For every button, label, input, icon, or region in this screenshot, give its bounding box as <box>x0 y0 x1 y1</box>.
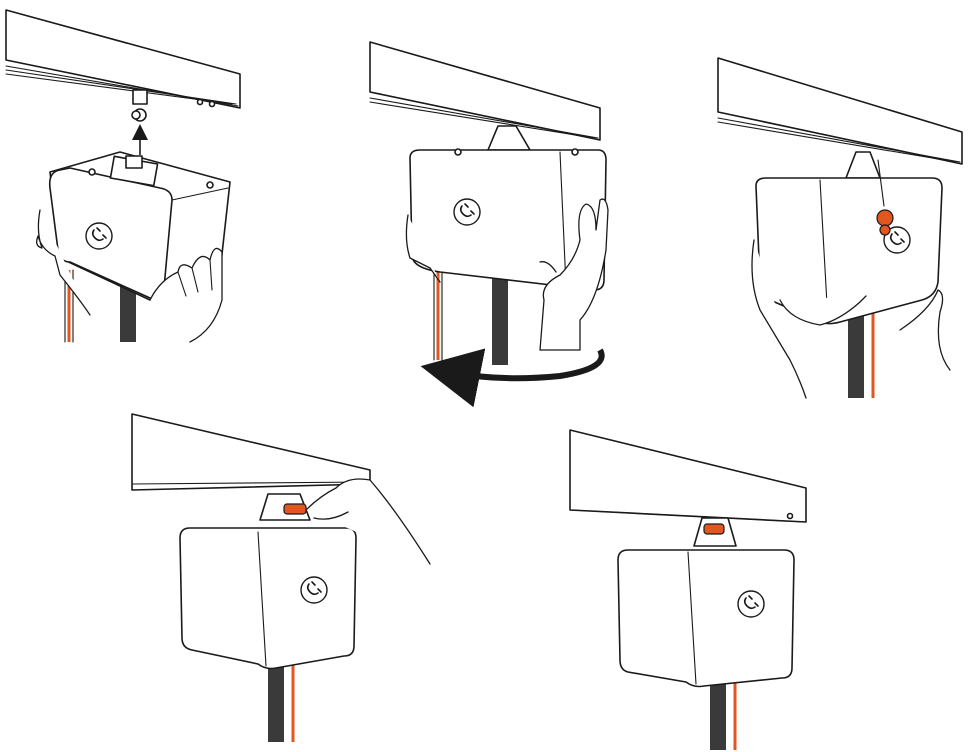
ceiling-rail <box>370 42 600 140</box>
device-logo-icon <box>301 577 327 603</box>
rotation-arrow-icon <box>450 350 602 378</box>
step-3-attach-safety-cord <box>718 58 962 398</box>
ceiling-rail <box>6 10 240 108</box>
locking-screw <box>284 504 306 514</box>
step-2-rotate-to-lock <box>370 42 608 378</box>
device-logo-icon <box>738 591 764 617</box>
rail-hook <box>132 90 147 121</box>
ceiling-rail <box>718 58 962 164</box>
support-pole <box>492 270 508 365</box>
locking-screw <box>704 524 724 534</box>
ceiling-rail <box>570 430 806 522</box>
step-1-lift-and-hook <box>6 10 240 342</box>
device-box <box>618 550 794 687</box>
device-logo-icon <box>454 199 480 225</box>
step-4-tighten-locking-screw <box>132 414 430 742</box>
step-5-installed <box>570 430 806 750</box>
device-box <box>180 528 356 669</box>
ceiling-rail <box>132 414 370 490</box>
support-pole <box>710 680 726 750</box>
device-logo-icon <box>86 223 112 249</box>
